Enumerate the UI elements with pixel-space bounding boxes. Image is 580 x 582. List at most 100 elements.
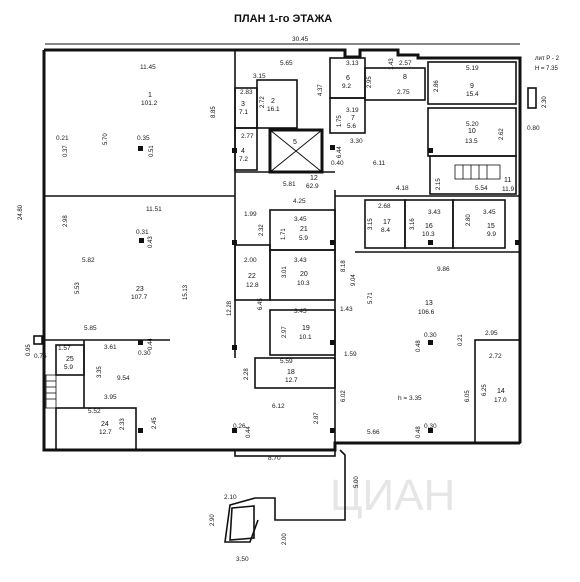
room-3-no: 3	[241, 101, 245, 108]
room-19-walls	[269, 309, 336, 356]
dim-label: 2.28	[244, 368, 250, 380]
pillar	[330, 428, 335, 433]
dim-label: 6.25	[482, 384, 488, 396]
pillar	[515, 240, 520, 245]
dim-label: 1.57	[58, 345, 71, 352]
exterior-pit	[224, 449, 346, 543]
room-22-no: 22	[248, 273, 256, 280]
dim-label: 3.43	[294, 257, 307, 264]
room-1-area: 101.2	[141, 100, 158, 107]
dimension-labels: 11.45 5.70 8.85 0.35 0.51 0.21 0.37 3.15…	[26, 58, 548, 563]
room-13-no: 13	[425, 300, 433, 307]
dim-label: 5.59	[280, 358, 293, 365]
dim-label: 2.30	[542, 96, 548, 108]
dim-label: 2.90	[210, 514, 216, 526]
room-12-area: 62.9	[306, 183, 319, 190]
stair-left-flight	[45, 374, 57, 409]
pillars	[138, 145, 520, 433]
dim-label: 6.45	[258, 298, 264, 310]
room-9-walls	[427, 61, 517, 105]
room-24-area: 12.7	[99, 429, 112, 436]
room-5-no: 5	[293, 139, 297, 146]
dim-label: 5.81	[283, 181, 296, 188]
room-14-no: 14	[497, 388, 505, 395]
room-labels: 1 101.2 2 16.1 3 7.1 4 7.2 5 6 9.2 7 5.6…	[64, 74, 515, 436]
pillar	[232, 148, 237, 153]
room-2-no: 2	[271, 98, 275, 105]
room-25-no: 25	[66, 356, 74, 363]
room-7-walls	[329, 97, 366, 134]
room-14-area: 17.0	[494, 397, 507, 404]
pillar	[232, 240, 237, 245]
dim-label: 0.30	[138, 350, 151, 357]
elevator-cross-b	[269, 129, 323, 173]
dim-label: 2.95	[485, 330, 498, 337]
dim-label: 2.72	[489, 353, 502, 360]
room-7-no: 7	[351, 115, 355, 122]
room-1-no: 1	[148, 92, 152, 99]
dim-label: 11.51	[146, 206, 162, 213]
dim-label: 9.04	[351, 274, 357, 286]
dim-label: 3.45	[294, 308, 307, 315]
dim-label: 3.30	[350, 138, 363, 145]
dim-label: 0.35	[137, 135, 150, 142]
room-24-no: 24	[101, 421, 109, 428]
room-8-walls	[364, 67, 426, 101]
dim-label: 2.72	[260, 96, 266, 108]
lit-label: лит Р - 2	[535, 56, 560, 62]
room-21-area: 5.9	[299, 235, 308, 242]
stair-11-flight	[454, 164, 501, 180]
dim-label: 9.86	[437, 266, 450, 273]
dim-label: 3.50	[236, 556, 249, 563]
room-13-area: 106.6	[418, 309, 435, 316]
dim-label: 2.77	[241, 133, 254, 140]
pit-shape	[229, 505, 255, 541]
outer-walls	[42, 48, 522, 457]
room-6-area: 9.2	[342, 83, 351, 90]
dim-label: 1.75	[337, 115, 343, 127]
room-3-area: 7.1	[239, 109, 248, 116]
room-9-no: 9	[470, 83, 474, 90]
pillar	[428, 428, 433, 433]
pillar	[232, 428, 237, 433]
dim-label: 3.13	[346, 60, 359, 67]
room-6-no: 6	[346, 75, 350, 82]
room-20-no: 20	[300, 271, 308, 278]
dim-label: 3.15	[253, 73, 266, 80]
dim-label: 6.05	[465, 390, 471, 402]
dim-label: 15.13	[183, 284, 189, 300]
dim-label: 5.20	[466, 121, 479, 128]
room-11-walls	[429, 155, 517, 195]
dim-label: 5.19	[466, 65, 479, 72]
dim-label: 1.71	[281, 228, 287, 240]
room-18-no: 18	[287, 369, 295, 376]
corner-marker	[33, 335, 43, 345]
dim-label: 0.80	[527, 125, 540, 132]
overall-depth-label: 24.80	[18, 204, 24, 220]
room-21-no: 21	[300, 226, 308, 233]
room-22-area: 12.8	[246, 282, 259, 289]
room-15-area: 9.9	[487, 231, 496, 238]
room-4-area: 7.2	[239, 156, 248, 163]
dim-label: 3.61	[104, 344, 117, 351]
pillar	[330, 145, 335, 150]
pillar	[138, 146, 143, 151]
entry-porch	[234, 449, 336, 457]
dim-label: 5.70	[103, 133, 109, 145]
dim-label: 0.40	[331, 160, 344, 167]
dim-label: 2.98	[63, 215, 69, 227]
dim-label: 2.80	[466, 214, 472, 226]
dim-label: 3.35	[97, 366, 103, 378]
dim-label: 0.75	[34, 353, 47, 360]
dim-label: 0.31	[136, 229, 149, 236]
dim-label: 0.48	[416, 340, 422, 352]
dim-label: 6.12	[272, 403, 285, 410]
pillar	[330, 340, 335, 345]
room-16-no: 16	[425, 223, 433, 230]
room-11-area: 11.9	[502, 186, 515, 193]
room-23-no: 23	[136, 286, 144, 293]
stairs-left	[45, 374, 57, 409]
dim-label: 2.00	[244, 257, 257, 264]
dim-label: 5.53	[75, 282, 81, 294]
room-10-area: 13.5	[465, 138, 478, 145]
